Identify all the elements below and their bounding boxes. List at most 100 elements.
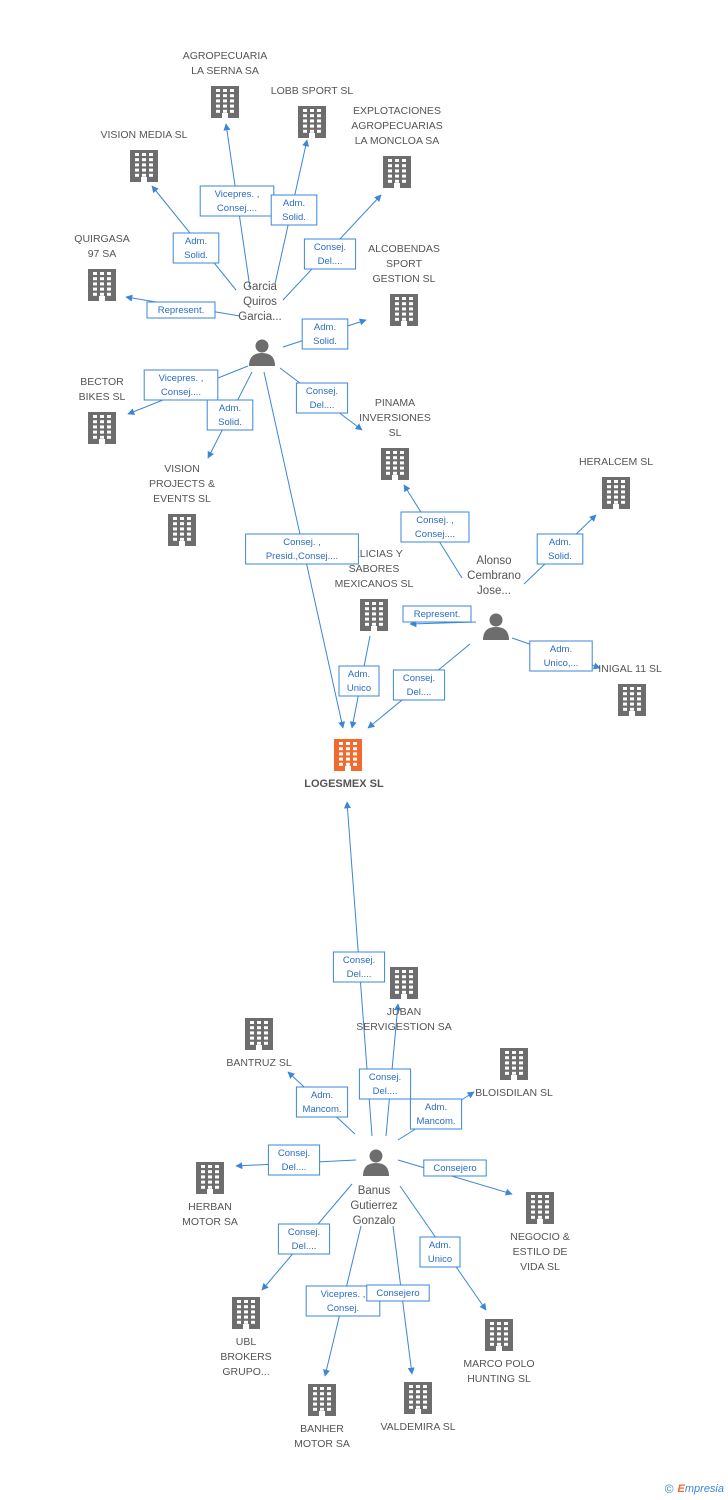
company-label-line-2: BIKES SL: [79, 391, 126, 403]
edge-label-banus-to-herban[interactable]: Consej.Del....: [267, 1144, 321, 1176]
building-icon: [602, 477, 630, 509]
edge-label-alonso-to-delicias[interactable]: Represent.: [402, 605, 472, 623]
building-icon: [360, 599, 388, 631]
company-label-line-1: UBL: [236, 1336, 257, 1348]
company-node-ubl[interactable]: UBLBROKERSGRUPO...: [220, 1297, 272, 1378]
edge-label-garcia-to-quirgasa[interactable]: Represent.: [146, 301, 216, 319]
edge-label-alonso-to-heralcem[interactable]: Adm.Solid.: [536, 533, 584, 565]
building-icon: [334, 739, 362, 771]
company-node-vision_media[interactable]: VISION MEDIA SL: [101, 129, 188, 182]
company-node-lobb[interactable]: LOBB SPORT SL: [271, 85, 354, 138]
edge-label-banus-to-negocio[interactable]: Consejero: [423, 1159, 487, 1177]
edge-label-text: Consej.: [314, 242, 346, 253]
edge-label-banus-to-juban[interactable]: Consej.Del....: [358, 1068, 412, 1100]
edge-label-text: Consej. ,: [283, 537, 321, 548]
edge-label-banus-to-marco_polo[interactable]: Adm.Unico: [419, 1236, 461, 1268]
edge-label-text: Adm.: [311, 1090, 333, 1101]
building-icon: [500, 1048, 528, 1080]
person-node-garcia[interactable]: GarciaQuirosGarcia...: [238, 281, 282, 366]
edge-label-text: Vicepres. ,: [159, 373, 204, 384]
person-node-alonso[interactable]: AlonsoCembranoJose...: [467, 555, 521, 640]
person-label-line-1: Garcia: [243, 281, 277, 293]
edge-label-text: Consej.: [288, 1227, 320, 1238]
edge-label-text: Consejero: [433, 1163, 476, 1174]
company-node-valdemira[interactable]: VALDEMIRA SL: [380, 1382, 456, 1433]
company-node-bantruz[interactable]: BANTRUZ SL: [226, 1018, 292, 1069]
edge-label-banus-to-bloisdilan[interactable]: Adm.Mancom.: [409, 1098, 463, 1130]
edge-label-garcia-to-vision_projects[interactable]: Adm. Solid.: [206, 399, 254, 431]
company-label-line-2: LA SERNA SA: [191, 65, 259, 77]
edge-label-alonso-to-pinama[interactable]: Consej. , Consej....: [400, 511, 470, 543]
edge-label-text: Del....: [347, 969, 372, 980]
person-label-line-2: Cembrano: [467, 570, 521, 582]
edge-label-text: Adm.: [219, 403, 241, 414]
building-icon: [618, 684, 646, 716]
edge-label-text: Consej....: [415, 529, 455, 540]
company-label-line-1: INIGAL 11 SL: [598, 663, 662, 675]
edge-label-text: Solid.: [218, 417, 242, 428]
building-icon: [211, 86, 239, 118]
edge-label-garcia-to-alcobendas[interactable]: Adm.Solid.: [301, 318, 349, 350]
edge-label-banus-to-valdemira[interactable]: Consejero: [366, 1284, 430, 1302]
building-icon: [308, 1384, 336, 1416]
building-icon: [383, 156, 411, 188]
building-icon: [130, 150, 158, 182]
edge-label-garcia-to-bector[interactable]: Vicepres. ,Consej....: [143, 369, 219, 401]
edge-label-text: Vicepres. ,: [321, 1289, 366, 1300]
company-label-line-1: ALCOBENDAS: [368, 243, 440, 255]
company-label-line-1: JUBAN: [387, 1006, 421, 1018]
company-node-bloisdilan[interactable]: BLOISDILAN SL: [475, 1048, 553, 1099]
company-node-heralcem[interactable]: HERALCEM SL: [579, 456, 653, 509]
edge-label-text: Represent.: [414, 609, 460, 620]
edge-label-text: Solid.: [282, 212, 306, 223]
edge-label-text: Adm.: [425, 1102, 447, 1113]
edge-label-garcia-to-lobb[interactable]: Adm. Solid.: [270, 194, 318, 226]
edge-label-garcia-to-pinama[interactable]: Consej.Del....: [295, 382, 349, 414]
company-node-inigal[interactable]: INIGAL 11 SL: [598, 663, 662, 716]
company-label-line-2: HUNTING SL: [467, 1373, 531, 1385]
company-label-line-1: VISION MEDIA SL: [101, 129, 188, 141]
edge-label-text: Consej. ,: [416, 515, 454, 526]
center-company-label: LOGESMEX SL: [304, 778, 384, 790]
edge-label-garcia-to-vision_media[interactable]: Adm.Solid.: [172, 232, 220, 264]
company-label-line-1: QUIRGASA: [74, 233, 129, 245]
edge-label-garcia-to-agropecuaria[interactable]: Vicepres. ,Consej....: [199, 185, 275, 217]
edge-label-delicias-to-logesmex[interactable]: Adm.Unico: [338, 665, 380, 697]
edge-label-alonso-to-logesmex[interactable]: Consej.Del....: [392, 669, 446, 701]
company-label-line-3: SL: [389, 427, 402, 439]
person-label-line-3: Gonzalo: [353, 1215, 396, 1227]
company-label-line-1: NEGOCIO &: [510, 1231, 570, 1243]
company-label-line-2: BROKERS: [220, 1351, 271, 1363]
edge-label-text: Del....: [310, 400, 335, 411]
company-label-line-1: VISION: [164, 463, 200, 475]
edge-label-text: Del....: [407, 687, 432, 698]
center-company-node[interactable]: LOGESMEX SL: [304, 739, 384, 790]
building-icon: [485, 1319, 513, 1351]
edge-label-garcia-to-logesmex[interactable]: Consej. ,Presid.,Consej....: [245, 533, 359, 565]
edge-label-banus-to-ubl[interactable]: Consej.Del....: [277, 1223, 331, 1255]
edge-label-alonso-to-inigal[interactable]: Adm.Unico,...: [529, 640, 593, 672]
copyright-symbol: ©: [664, 1482, 674, 1496]
edge-label-text: Adm.: [283, 198, 305, 209]
edge-label-garcia-to-explotaciones[interactable]: Consej.Del....: [303, 238, 357, 270]
edge-label-banus-to-bantruz[interactable]: Adm.Mancom.: [295, 1086, 349, 1118]
edge-label-text: Solid.: [184, 250, 208, 261]
edge-label-banus-to-logesmex[interactable]: Consej.Del....: [332, 951, 386, 983]
company-label-line-3: LA MONCLOA SA: [355, 135, 440, 147]
building-icon: [168, 514, 196, 546]
